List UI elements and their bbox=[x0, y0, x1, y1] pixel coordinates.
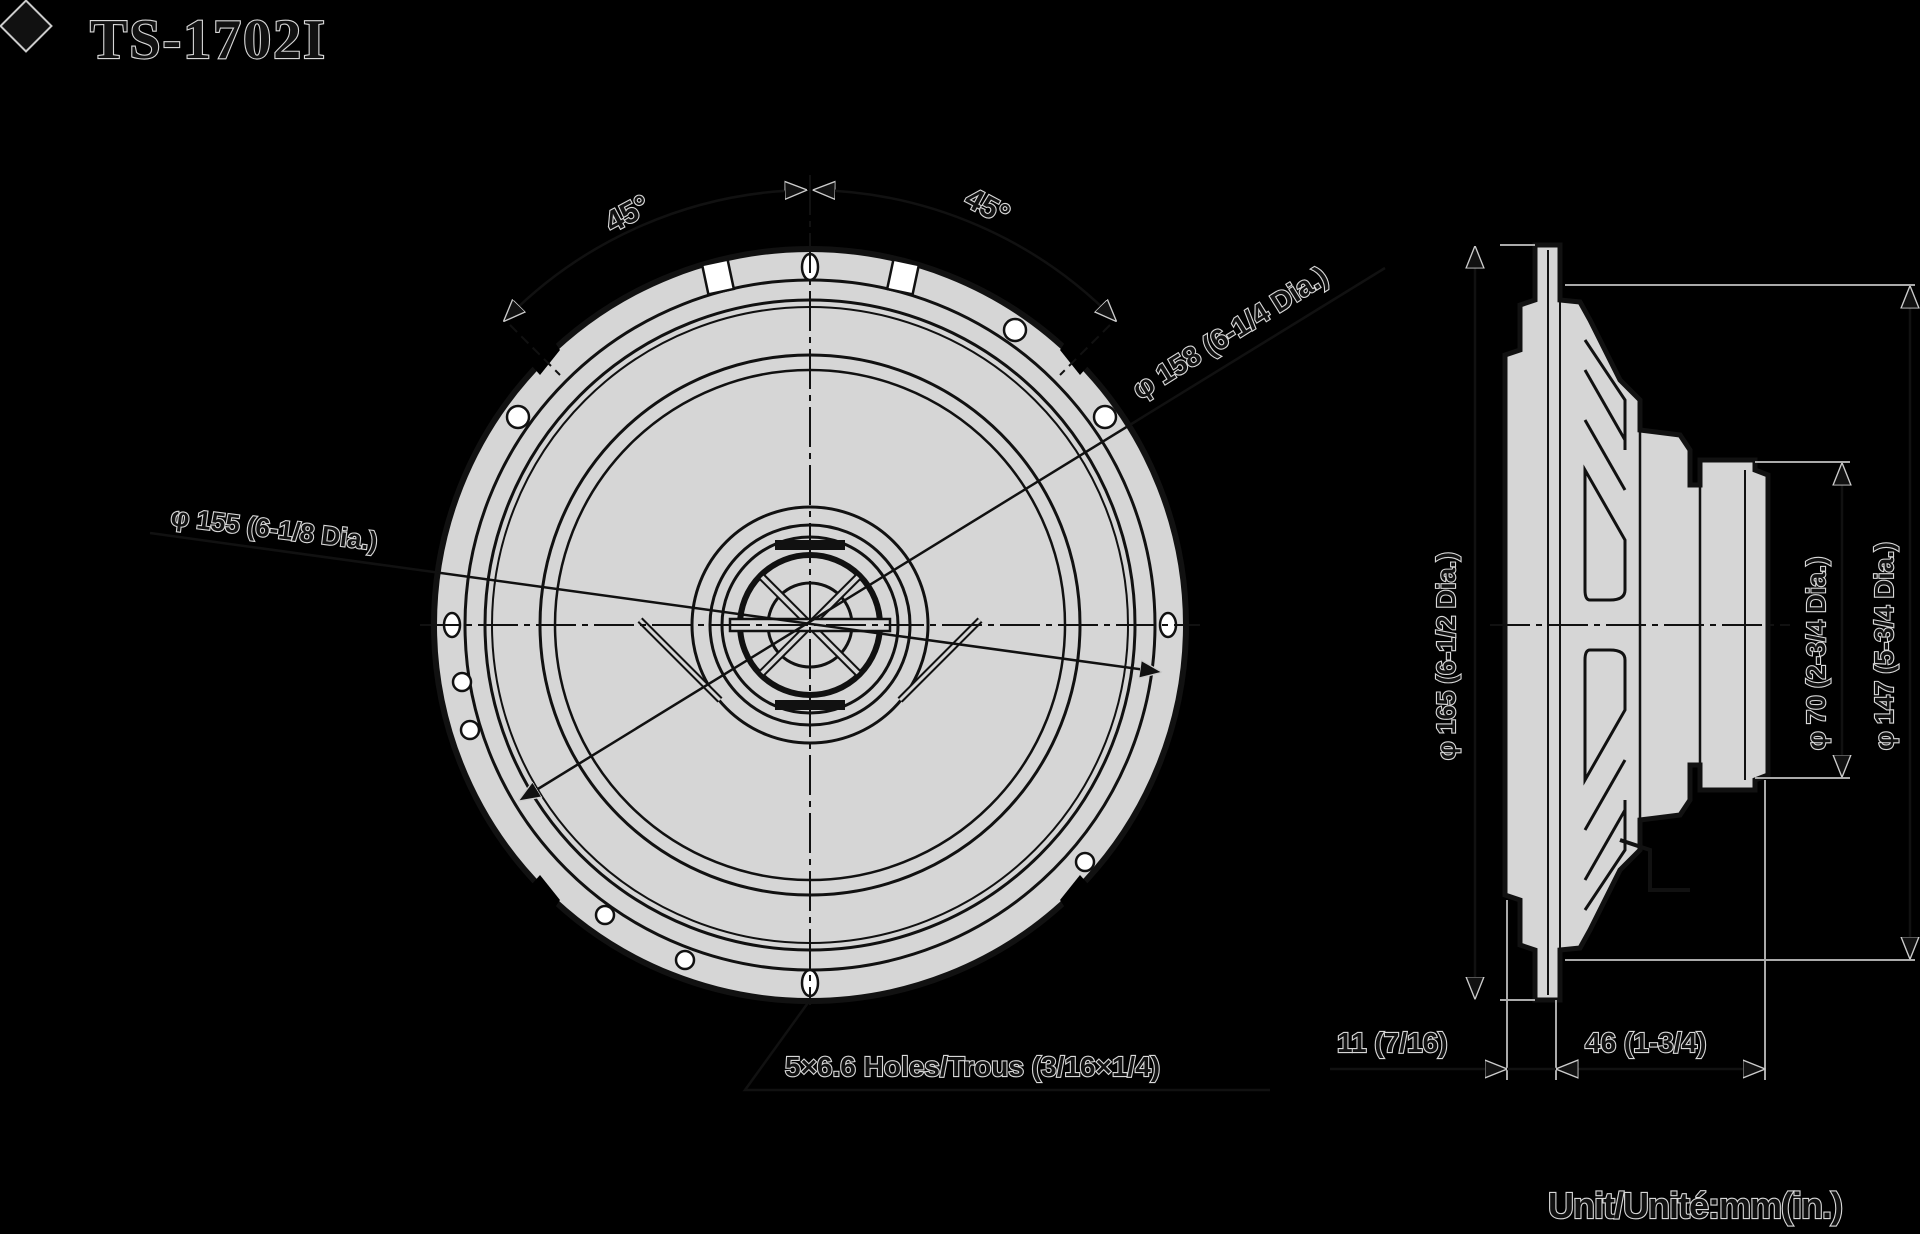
unit-note: Unit/Unité:mm(in.) bbox=[1548, 1185, 1842, 1226]
dim-label-46: 46 (1-3/4) bbox=[1585, 1027, 1706, 1058]
dim-line-155 bbox=[149, 531, 1160, 672]
dim-label-147: φ 147 (5-3/4 Dia.) bbox=[1869, 542, 1899, 750]
front-view: 45° 45° φ 158 (6-1/4 Dia.) φ 155 (6-1/8 … bbox=[149, 175, 1386, 1092]
side-profile bbox=[1502, 242, 1771, 1003]
side-view: φ 165 (6-1/2 Dia.) φ 70 (2-3/4 Dia.) φ 1… bbox=[1330, 242, 1915, 1080]
dim-line-158 bbox=[520, 266, 1386, 800]
dim-label-70: φ 70 (2-3/4 Dia.) bbox=[1801, 557, 1831, 750]
holes-leader bbox=[742, 999, 1270, 1092]
angle-label-right: 45° bbox=[959, 181, 1015, 231]
dim-label-11: 11 (7/16) bbox=[1337, 1027, 1448, 1058]
title-block: TS-1702I bbox=[0, 0, 327, 72]
frame-slot bbox=[885, 258, 921, 296]
dim-label-155: φ 155 (6-1/8 Dia.) bbox=[169, 501, 379, 556]
angle-label-left: 45° bbox=[600, 189, 656, 239]
frame-slot bbox=[700, 258, 736, 296]
diamond-icon bbox=[0, 0, 53, 53]
dim-label-158: φ 158 (6-1/4 Dia.) bbox=[1127, 260, 1333, 405]
angle-arc-left bbox=[505, 190, 805, 320]
holes-label: 5×6.6 Holes/Trous (3/16×1/4) bbox=[785, 1051, 1160, 1082]
angle-arc-right bbox=[815, 190, 1115, 320]
model-title: TS-1702I bbox=[90, 9, 327, 71]
dim-label-165: φ 165 (6-1/2 Dia.) bbox=[1431, 552, 1461, 760]
